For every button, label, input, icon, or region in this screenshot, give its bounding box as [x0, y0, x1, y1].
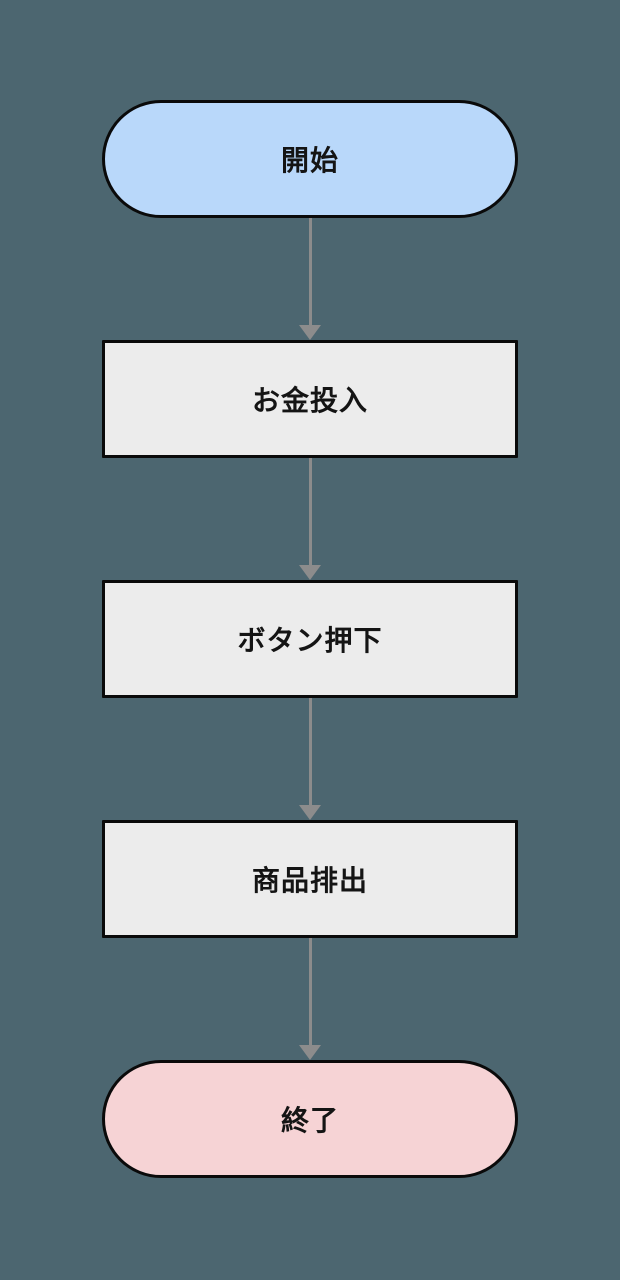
flow-node-press-button-label: ボタン押下	[237, 625, 383, 656]
arrow-down-icon	[299, 565, 321, 580]
flow-node-insert-money-label: お金投入	[251, 385, 368, 416]
arrow-down-icon	[299, 1045, 321, 1060]
flow-node-dispense-product: 商品排出	[102, 820, 518, 938]
flow-node-dispense-product-label: 商品排出	[251, 865, 368, 896]
arrow-line	[308, 218, 312, 325]
arrow-line	[308, 698, 312, 805]
flow-node-end: 終了	[102, 1060, 518, 1178]
flow-node-press-button: ボタン押下	[102, 580, 518, 698]
arrow-down-icon	[299, 325, 321, 340]
flow-arrow-1	[299, 218, 321, 340]
flow-arrow-3	[299, 698, 321, 820]
flow-node-start: 開始	[102, 100, 518, 218]
flow-arrow-4	[299, 938, 321, 1060]
arrow-down-icon	[299, 805, 321, 820]
flow-node-start-label: 開始	[280, 145, 339, 176]
flow-node-insert-money: お金投入	[102, 340, 518, 458]
flow-node-end-label: 終了	[280, 1105, 339, 1136]
arrow-line	[308, 458, 312, 565]
arrow-line	[308, 938, 312, 1045]
flow-arrow-2	[299, 458, 321, 580]
